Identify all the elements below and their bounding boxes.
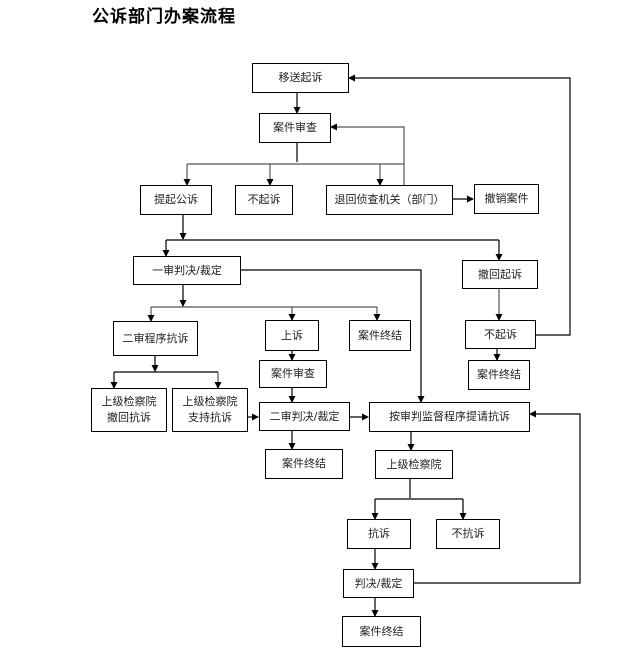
node-appeal: 上诉 bbox=[265, 320, 319, 351]
node-judgment-ruling: 判决/裁定 bbox=[343, 569, 414, 598]
node-superior-support-protest: 上级检察院 支持抗诉 bbox=[172, 388, 248, 432]
node-case-closed-4: 案件终结 bbox=[342, 616, 421, 647]
edge-first-to-supervision bbox=[240, 269, 425, 403]
page-title: 公诉部门办案流程 bbox=[92, 7, 236, 27]
node-case-review: 案件审查 bbox=[259, 113, 331, 143]
node-case-closed-2: 案件终结 bbox=[468, 360, 530, 390]
node-return-investigation: 退回侦查机关（部门） bbox=[326, 185, 453, 215]
node-no-prosecution-2: 不起诉 bbox=[465, 320, 536, 349]
edge-judgment-to-supervision bbox=[413, 410, 581, 584]
node-protest: 抗诉 bbox=[347, 519, 411, 549]
node-second-instance-judgment: 二审判决/裁定 bbox=[259, 402, 350, 431]
node-case-review-2: 案件审查 bbox=[259, 360, 327, 388]
node-superior-procuratorate: 上级检察院 bbox=[375, 450, 453, 479]
node-no-prosecution: 不起诉 bbox=[235, 185, 293, 215]
node-no-protest: 不抗诉 bbox=[436, 519, 500, 549]
node-transfer-prosecution: 移送起诉 bbox=[252, 63, 349, 93]
node-case-closed: 案件终结 bbox=[349, 320, 411, 351]
node-superior-withdraw-protest: 上级检察院 撤回抗诉 bbox=[91, 388, 167, 432]
node-trial-supervision-protest: 按审判监督程序提请抗诉 bbox=[369, 402, 530, 432]
node-second-instance-protest: 二审程序抗诉 bbox=[113, 321, 198, 356]
node-revoke-case: 撤销案件 bbox=[474, 184, 539, 214]
node-first-instance-judgment: 一审判决/裁定 bbox=[133, 256, 241, 285]
node-case-closed-3: 案件终结 bbox=[265, 449, 343, 479]
edge-noprosecution-to-transfer bbox=[348, 74, 571, 336]
edge-return-to-review bbox=[330, 123, 405, 186]
node-public-prosecution: 提起公诉 bbox=[140, 185, 212, 215]
node-withdraw-prosecution: 撤回起诉 bbox=[462, 260, 538, 289]
